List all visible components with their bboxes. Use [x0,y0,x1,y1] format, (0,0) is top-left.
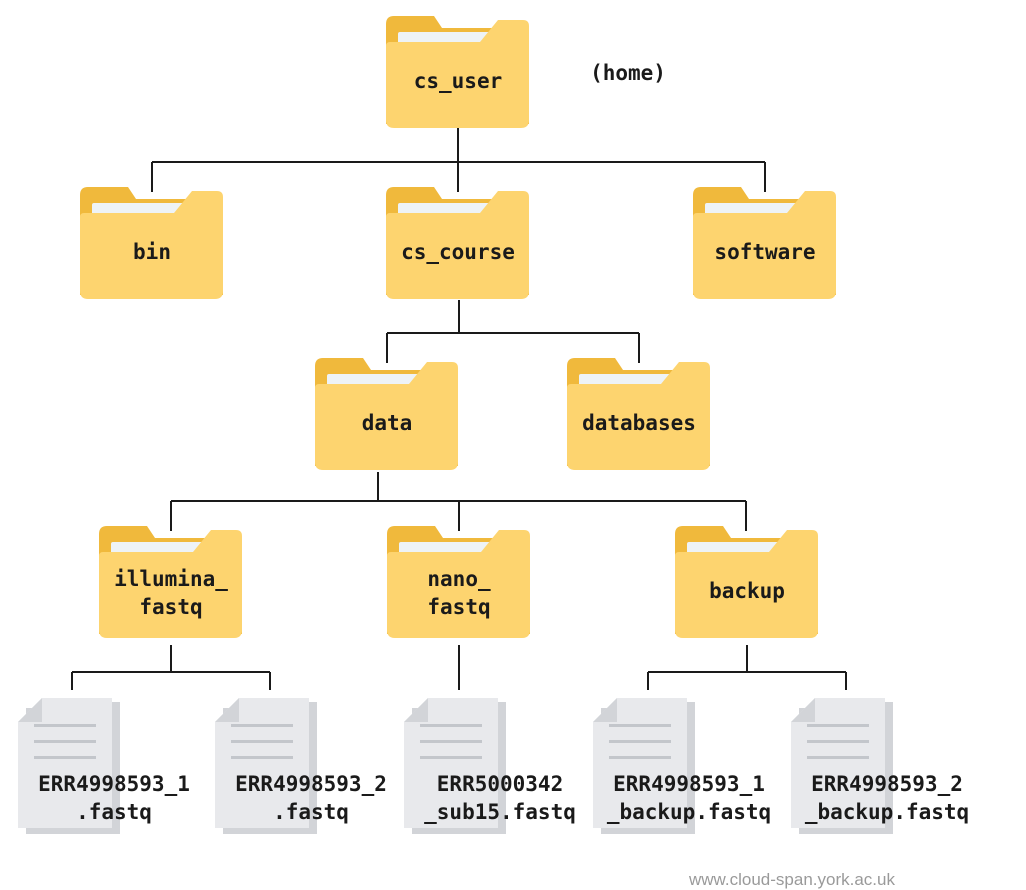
node-label: databases [582,411,696,435]
node-label: backup [709,579,785,603]
website-footer: www.cloud-span.york.ac.uk [688,870,895,889]
folder-icon [99,526,242,638]
folder-bin: bin [80,187,223,299]
folder-icon [386,16,529,128]
node-label: cs_user [414,69,503,93]
file-err4998593_2: ERR4998593_2 .fastq [215,698,387,834]
node-label: software [714,240,815,264]
node-label: ERR4998593_2 [811,772,963,796]
node-label: fastq [139,595,202,619]
folder-software: software [693,187,836,299]
folder-data: data [315,358,458,470]
node-label: ERR4998593_1 [613,772,765,796]
node-label: illumina_ [114,567,228,591]
tree-connectors [71,128,847,690]
node-label: _backup.fastq [805,800,969,824]
folder-icon [387,526,530,638]
folder-icon [567,358,710,470]
file-icon [404,698,506,834]
folder-icon [693,187,836,299]
node-label: _sub15.fastq [424,800,576,824]
node-label: bin [133,240,171,264]
node-label: ERR5000342 [437,772,563,796]
node-label: fastq [427,595,490,619]
file-icon [18,698,120,834]
folder-illumina_fastq: illumina_fastq [99,526,242,638]
node-label: nano_ [427,567,491,591]
file-icon [215,698,317,834]
home-annotation: (home) [590,61,666,85]
node-label: .fastq [273,800,349,824]
file-err4998593_1_backup: ERR4998593_1 _backup.fastq [593,698,771,834]
folder-databases: databases [567,358,710,470]
node-label: .fastq [76,800,152,824]
folder-backup: backup [675,526,818,638]
folder-icon [80,187,223,299]
node-label: _backup.fastq [607,800,771,824]
file-icon [791,698,893,834]
folder-cs_course: cs_course [386,187,529,299]
file-err4998593_2_backup: ERR4998593_2 _backup.fastq [791,698,969,834]
node-label: ERR4998593_2 [235,772,387,796]
folder-icon [386,187,529,299]
node-label: cs_course [401,240,515,264]
folder-icon [315,358,458,470]
file-icon [593,698,695,834]
folder-icon [675,526,818,638]
node-label: ERR4998593_1 [38,772,190,796]
file-err4998593_1: ERR4998593_1 .fastq [18,698,190,834]
folder-nano_fastq: nano_fastq [387,526,530,638]
folder-cs_user: cs_user [386,16,529,128]
node-label: data [362,411,413,435]
file-err5000342: ERR5000342 _sub15.fastq [404,698,576,834]
